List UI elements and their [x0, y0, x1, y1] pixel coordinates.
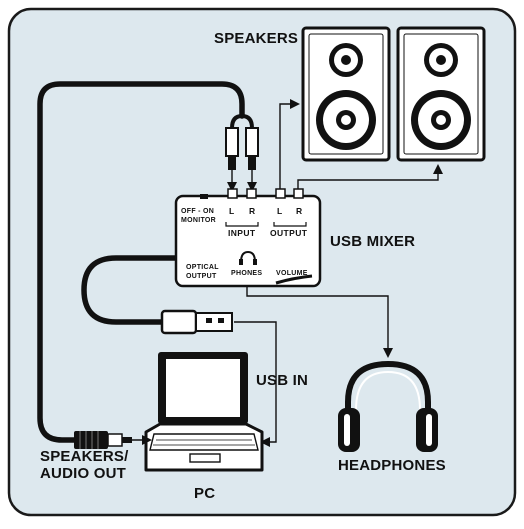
output-label: OUTPUT: [270, 228, 308, 238]
audio-out-cable: [37, 81, 245, 443]
monitor-switch-label-line2: MONITOR: [181, 217, 217, 224]
arrow-output-left-to-speaker: [279, 99, 300, 196]
speakers-label: SPEAKERS: [214, 30, 299, 47]
headphones: [338, 360, 438, 452]
usb-mixer-label: USB MIXER: [330, 233, 416, 250]
volume-wheel: [275, 274, 313, 285]
input-l-label: L: [229, 206, 235, 216]
speaker-right: [396, 26, 486, 162]
phones-label: PHONES: [231, 270, 263, 277]
laptop: [144, 352, 264, 472]
pc-label: PC: [194, 485, 216, 502]
headphones-icon: [239, 250, 257, 265]
speakers-audio-out-label-line1: SPEAKERS/: [40, 448, 129, 465]
optical-output-label-line1: OPTICAL: [186, 264, 219, 271]
input-r-label: R: [249, 206, 256, 216]
usb-plug: [160, 309, 233, 335]
rca-plugs: [225, 127, 259, 192]
optical-output-label-line2: OUTPUT: [186, 273, 217, 280]
arrow-phones-to-headphones: [246, 286, 393, 358]
audio-jack-plug: [74, 431, 152, 449]
usb-mixer: [174, 188, 322, 288]
output-r-label: R: [296, 206, 303, 216]
speakers-audio-out-label-line2: AUDIO OUT: [40, 465, 126, 482]
input-label: INPUT: [228, 228, 256, 238]
volume-label: VOLUME: [276, 270, 308, 277]
speaker-left: [301, 26, 391, 162]
arrow-usb-to-pc: [234, 321, 277, 447]
output-l-label: L: [277, 206, 283, 216]
headphones-label: HEADPHONES: [338, 457, 446, 474]
monitor-switch-label-line1: OFF - ON: [181, 208, 215, 215]
optical-usb-cable: [81, 255, 181, 325]
arrow-output-right-to-speaker: [297, 164, 443, 196]
usb-in-label: USB IN: [256, 372, 309, 389]
rca-split-cable: [230, 113, 254, 129]
